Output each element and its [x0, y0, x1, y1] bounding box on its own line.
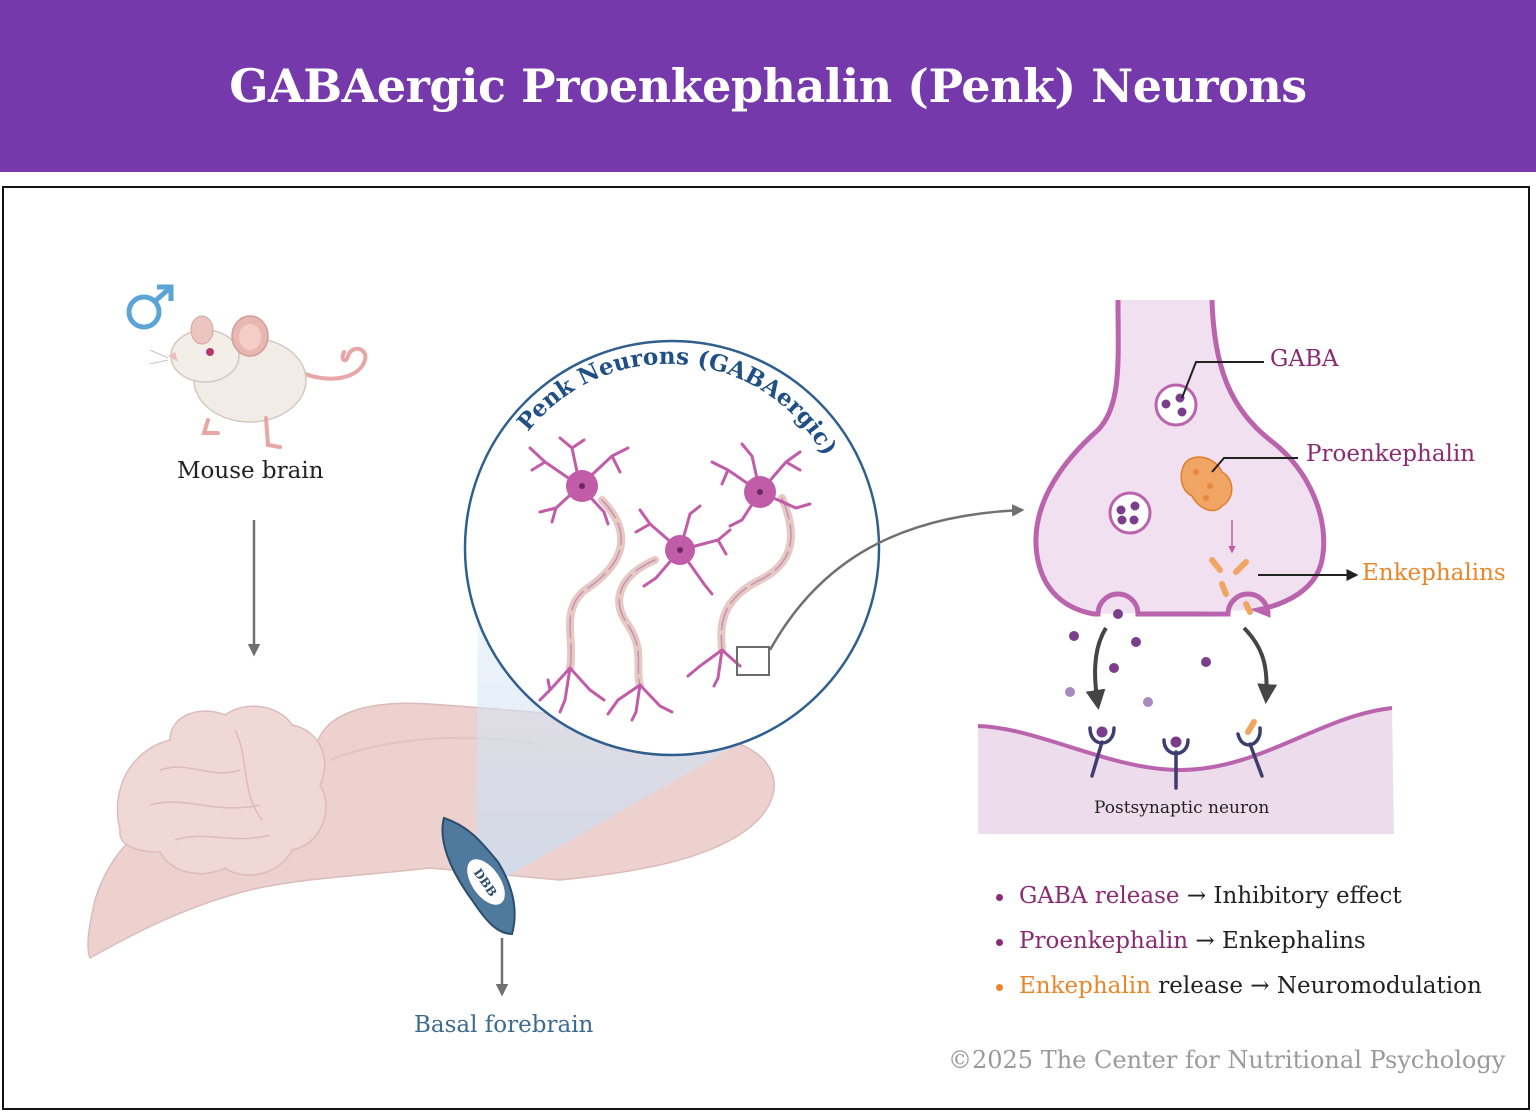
neuron-left	[528, 436, 630, 526]
enkephalins-label: Enkephalins	[1362, 560, 1506, 586]
gaba-vesicles	[1108, 383, 1198, 535]
mouse-icon	[149, 315, 368, 449]
summary-legend: GABA release → Inhibitory effect Proenke…	[996, 874, 1482, 1009]
legend-item-enkephalin: Enkephalin release → Neuromodulation	[996, 964, 1482, 1009]
copyright-notice: ©2025 The Center for Nutritional Psychol…	[948, 1046, 1506, 1074]
gaba-release-arrow	[1085, 626, 1108, 710]
bound-enkephalin	[1245, 719, 1257, 735]
male-symbol-icon	[126, 284, 174, 330]
legend-term: GABA release	[1019, 883, 1180, 909]
neuron-middle	[634, 504, 732, 596]
legend-result: Inhibitory effect	[1213, 883, 1402, 909]
enkephalin-fragments	[1209, 557, 1253, 615]
mouse-brain-label: Mouse brain	[177, 458, 324, 484]
legend-item-proenkephalin: Proenkephalin → Enkephalins	[996, 919, 1482, 964]
neuron-right	[710, 442, 812, 528]
gaba-callout-line	[1181, 361, 1264, 399]
gaba-release-dots	[1065, 609, 1211, 707]
axons	[566, 494, 795, 689]
page-title: GABAergic Proenkephalin (Penk) Neurons	[229, 59, 1307, 113]
legend-term: Enkephalin	[1019, 973, 1151, 999]
proenkephalin-label: Proenkephalin	[1306, 441, 1476, 467]
synapse-zoom-box	[736, 646, 770, 676]
legend-arrow: →	[1195, 928, 1215, 954]
legend-result: Neuromodulation	[1276, 973, 1482, 999]
penk-neurons	[528, 436, 812, 722]
postsynaptic-neuron-label: Postsynaptic neuron	[1094, 798, 1270, 818]
dbb-label-badge	[467, 859, 505, 905]
title-banner: GABAergic Proenkephalin (Penk) Neurons	[0, 0, 1536, 172]
presynaptic-terminal	[1033, 299, 1327, 618]
proenkephalin-callout-line	[1211, 457, 1298, 473]
proenkephalin-blob	[1180, 456, 1233, 512]
legend-arrow: →	[1186, 883, 1207, 909]
enkephalin-release-arrow	[1242, 626, 1278, 704]
bullet-dot-icon	[996, 893, 1003, 901]
legend-plain: release	[1150, 973, 1243, 999]
bullet-dot-icon	[996, 938, 1003, 946]
basal-forebrain-label: Basal forebrain	[414, 1012, 594, 1038]
axon-terminals	[538, 648, 742, 722]
bound-gaba	[1096, 726, 1108, 738]
zoom-to-synapse-arrow	[768, 504, 1025, 651]
receptors	[1088, 726, 1264, 790]
legend-term: Proenkephalin	[1019, 928, 1189, 954]
bound-gaba	[1170, 736, 1182, 748]
legend-item-gaba: GABA release → Inhibitory effect	[996, 874, 1482, 919]
bullet-dot-icon	[996, 983, 1003, 991]
legend-result: Enkephalins	[1221, 928, 1366, 954]
gaba-label: GABA	[1270, 346, 1339, 372]
legend-arrow: →	[1250, 973, 1270, 999]
postsynaptic-neuron	[977, 706, 1394, 834]
